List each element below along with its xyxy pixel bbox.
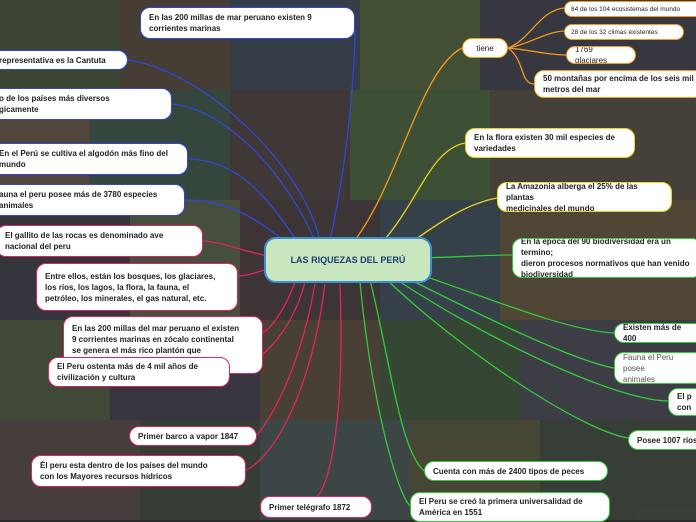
node-paises-diversos[interactable]: o de los países más diversos gicamente bbox=[0, 88, 172, 120]
node-tiene[interactable]: tiene bbox=[462, 38, 508, 58]
node-cantuta[interactable]: representativa es la Cantuta bbox=[0, 50, 128, 70]
central-topic[interactable]: LAS RIQUEZAS DEL PERÚ bbox=[264, 237, 432, 283]
node-fauna-peru[interactable]: Fauna el Peru posee animales bbox=[614, 352, 696, 384]
node-peces[interactable]: Cuenta con más de 2400 tipos de peces bbox=[424, 461, 608, 481]
node-rios[interactable]: Posee 1007 ríos bbox=[628, 430, 696, 450]
node-flora[interactable]: En la flora existen 30 mil especies de v… bbox=[465, 128, 635, 158]
node-amazonia[interactable]: La Amazonia alberga el 25% de las planta… bbox=[497, 182, 672, 212]
node-barco-vapor[interactable]: Primer barco a vapor 1847 bbox=[129, 426, 257, 446]
node-ecosistemas[interactable]: 84 de los 104 ecosistemas del mundo bbox=[564, 1, 696, 17]
node-epoca-90[interactable]: En la epoca del 90 biodiversidad era un … bbox=[512, 238, 696, 278]
node-civilizacion[interactable]: El Peru ostenta más de 4 mil años de civ… bbox=[48, 357, 230, 387]
node-glaciares[interactable]: 1769 glaciares bbox=[566, 46, 636, 64]
node-fauna-especies[interactable]: auna el peru posee más de 3780 especies … bbox=[0, 184, 185, 216]
node-recursos-hidricos[interactable]: Él peru esta dentro de los países del mu… bbox=[31, 455, 246, 487]
node-universidad[interactable]: El Peru se creó la primera universalidad… bbox=[410, 492, 610, 522]
node-existen[interactable]: Existen más de 400 bbox=[614, 323, 696, 343]
node-telegrafo[interactable]: Primer telégrafo 1872 bbox=[260, 496, 372, 518]
node-climas[interactable]: 28 de los 32 climas existentes bbox=[564, 24, 684, 40]
node-gallito[interactable]: El gallito de las rocas es denominado av… bbox=[0, 225, 203, 257]
node-el-p[interactable]: El p con bbox=[668, 388, 696, 416]
node-montanas[interactable]: 50 montañas por encima de los seis mil m… bbox=[534, 70, 696, 98]
node-bosques[interactable]: Entre ellos, están los bosques, los glac… bbox=[36, 263, 238, 311]
node-mar-9-corrientes[interactable]: En las 200 millas de mar peruano existen… bbox=[140, 7, 355, 39]
node-algodon[interactable]: En el Perú se cultiva el algodón más fin… bbox=[0, 143, 188, 175]
